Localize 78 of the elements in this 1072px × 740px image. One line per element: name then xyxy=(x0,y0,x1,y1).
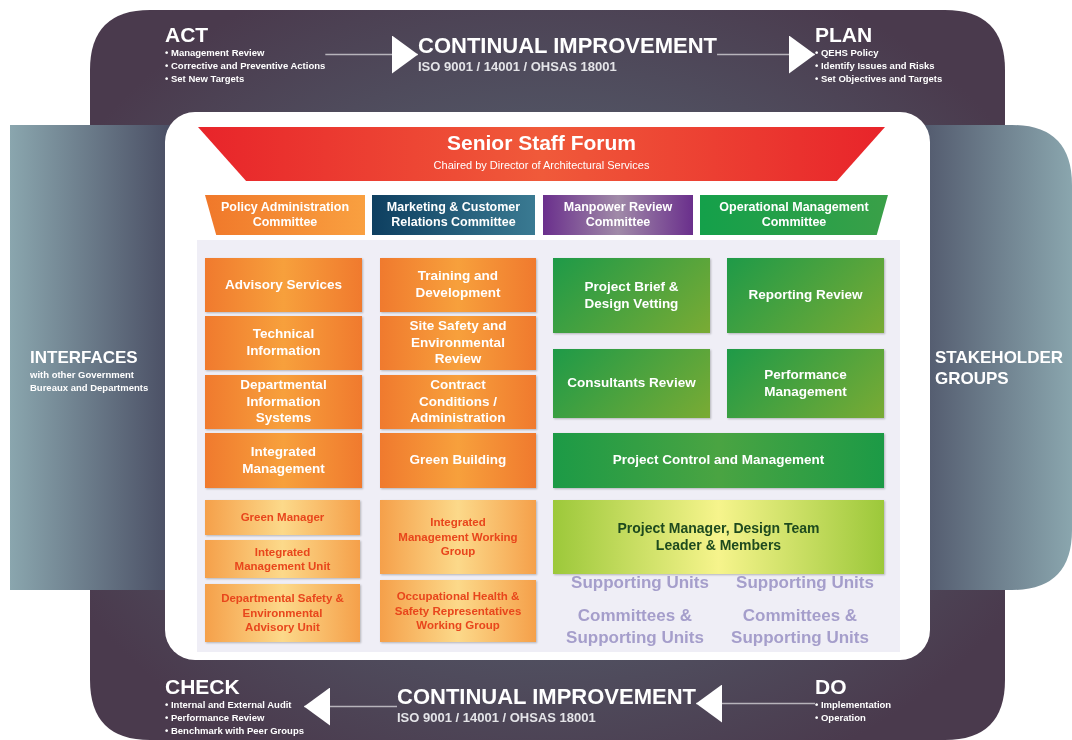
band-heading: STAKEHOLDER GROUPS xyxy=(935,347,1065,389)
bullet-item: • Internal and External Audit xyxy=(165,698,293,711)
cycle-heading: CONTINUAL IMPROVEMENT xyxy=(397,684,697,710)
unit-box xyxy=(380,500,536,574)
team-box xyxy=(553,500,884,574)
box-label: Training and Development xyxy=(414,268,502,302)
box-label: Site Safety and Environmental Review xyxy=(408,317,508,369)
forum-subtitle: Chaired by Director of Architectural Services xyxy=(433,159,650,171)
bullet-item: • Benchmark with Peer Groups xyxy=(165,724,304,737)
box-label: Performance Management xyxy=(763,366,848,401)
cycle-heading: CONTINUAL IMPROVEMENT xyxy=(418,33,718,59)
background-text: Supporting Units xyxy=(735,572,875,594)
background-text: Committees & Supporting Units xyxy=(565,605,705,649)
phase-heading: CHECK xyxy=(165,676,241,698)
chevron-arrow xyxy=(324,35,419,74)
bullet-item: • Performance Review xyxy=(165,711,266,724)
bullet-item: • Set New Targets xyxy=(165,72,246,85)
chevron-arrow xyxy=(716,35,816,74)
phase-heading: PLAN xyxy=(815,24,874,46)
box-label: Departmental Safety & Environmental Advisory Unit xyxy=(220,591,345,635)
box-label: Policy Administration Committee xyxy=(220,200,350,230)
standards-text: ISO 9001 / 14001 / OHSAS 18001 xyxy=(418,59,617,74)
band-heading: INTERFACES xyxy=(30,347,138,368)
box-label: Manpower Review Committee xyxy=(562,200,674,230)
function-box xyxy=(380,433,536,488)
bullet-item: • Management Review xyxy=(165,46,266,59)
unit-box xyxy=(205,500,360,535)
box-label: Operational Management Committee xyxy=(718,200,870,230)
box-label: Technical Information xyxy=(245,326,322,360)
function-box xyxy=(727,258,884,333)
committee-box xyxy=(205,195,365,235)
unit-box xyxy=(380,580,536,642)
bullet-item: • Implementation xyxy=(815,698,892,711)
box-label: Project Manager, Design Team Leader & Members xyxy=(616,519,821,555)
phase-heading: ACT xyxy=(165,24,210,46)
box-label: Contract Conditions / Administration xyxy=(409,376,507,428)
box-label: Green Manager xyxy=(240,510,325,525)
box-label: Project Brief & Design Vetting xyxy=(583,278,680,313)
background-text: Supporting Units xyxy=(570,572,710,594)
function-box xyxy=(380,375,536,429)
function-box xyxy=(205,316,362,370)
function-box xyxy=(727,349,884,418)
function-box xyxy=(553,258,710,333)
bullet-item: • Set Objectives and Targets xyxy=(815,72,943,85)
box-label: Project Control and Management xyxy=(612,452,825,469)
bullet-item: • Identify Issues and Risks xyxy=(815,59,936,72)
box-label: Occupational Health & Safety Representatives Working Group xyxy=(394,589,522,633)
box-label: Integrated Management Working Group xyxy=(397,515,519,559)
chevron-arrow xyxy=(695,684,816,723)
box-label: Consultants Review xyxy=(567,375,696,392)
bullet-item: • Operation xyxy=(815,711,867,724)
function-box xyxy=(380,258,536,312)
background-text: Committees & Supporting Units xyxy=(730,605,870,649)
phase-heading: DO xyxy=(815,676,848,698)
box-label: Reporting Review xyxy=(748,287,863,304)
forum-title: Senior Staff Forum xyxy=(447,131,636,155)
box-label: Integrated Management xyxy=(241,443,326,478)
box-label: Advisory Services xyxy=(224,276,343,294)
bullet-item: • Corrective and Preventive Actions xyxy=(165,59,326,72)
box-label: Marketing & Customer Relations Committee xyxy=(386,200,521,230)
function-box xyxy=(553,349,710,418)
standards-text: ISO 9001 / 14001 / OHSAS 18001 xyxy=(397,710,596,725)
box-label: Integrated Management Unit xyxy=(233,544,332,574)
function-box xyxy=(553,433,884,488)
function-box xyxy=(205,433,362,488)
band-text: with other Government Bureaux and Departments xyxy=(30,368,150,394)
function-box xyxy=(205,375,362,429)
bullet-item: • QEHS Policy xyxy=(815,46,880,59)
chevron-arrow xyxy=(303,687,398,726)
unit-box xyxy=(205,584,360,642)
committee-box xyxy=(372,195,535,235)
unit-box xyxy=(205,540,360,578)
function-box xyxy=(380,316,536,370)
committee-box xyxy=(543,195,693,235)
box-label: Green Building xyxy=(409,452,507,469)
box-label: Departmental Information Systems xyxy=(239,376,328,428)
function-box xyxy=(205,258,362,312)
committee-box xyxy=(700,195,888,235)
